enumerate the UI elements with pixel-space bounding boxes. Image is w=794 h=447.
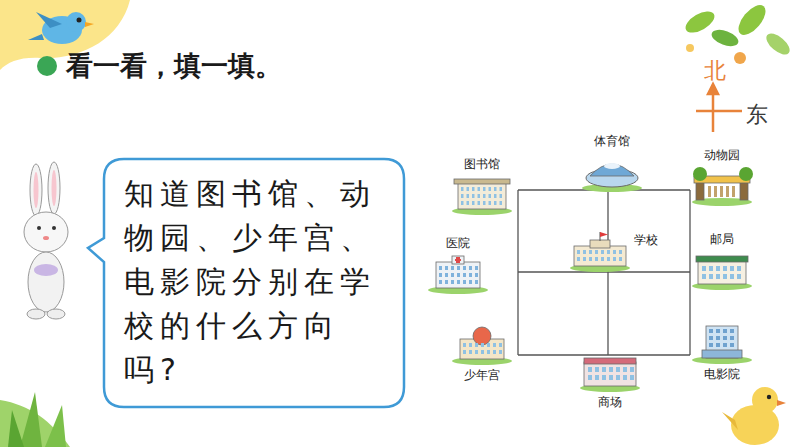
building-icon [568,232,632,272]
building-label: 邮局 [708,231,736,248]
building-node: 少年宫 [450,325,514,384]
building-node: 邮局 [690,231,754,290]
building-label: 学校 [632,232,660,249]
building-node: 体育馆 [580,133,644,192]
building-node: 医院 [426,235,490,294]
bullet-dot [37,56,57,76]
rabbit-figure [24,162,68,319]
compass-label: 北 [704,56,726,86]
building-node: 电影院 [690,324,754,383]
building-node: 动物园 [690,147,754,206]
speech-bubble: 知道图书馆、动物园、少年宫、电影院分别在学校的什么方向吗? [104,158,404,406]
road-grid [518,190,690,355]
building-icon [450,175,514,215]
building-label: 医院 [444,235,472,252]
compass-label: 东 [746,100,768,130]
building-icon [690,166,754,206]
building-icon [578,352,642,392]
building-label: 电影院 [702,366,742,383]
building-label: 体育馆 [592,133,632,150]
grass-decoration [0,392,70,447]
building-label: 商场 [596,394,624,411]
building-label: 少年宫 [462,367,502,384]
compass-arrows [696,84,742,132]
leaf-decoration [682,0,793,64]
chick-figure [722,387,786,445]
slide-title: 看一看，填一填。 [66,48,282,84]
building-icon [450,325,514,365]
bird-icon [28,12,94,44]
building-node: 商场 [578,352,642,411]
building-icon [690,324,754,364]
building-icon [580,152,644,192]
building-icon [426,254,490,294]
building-node: 学校 [568,232,660,272]
building-label: 图书馆 [462,156,502,173]
building-label: 动物园 [702,147,742,164]
bubble-text: 知道图书馆、动物园、少年宫、电影院分别在学校的什么方向吗? [124,172,392,392]
building-node: 图书馆 [450,156,514,215]
building-icon [690,250,754,290]
